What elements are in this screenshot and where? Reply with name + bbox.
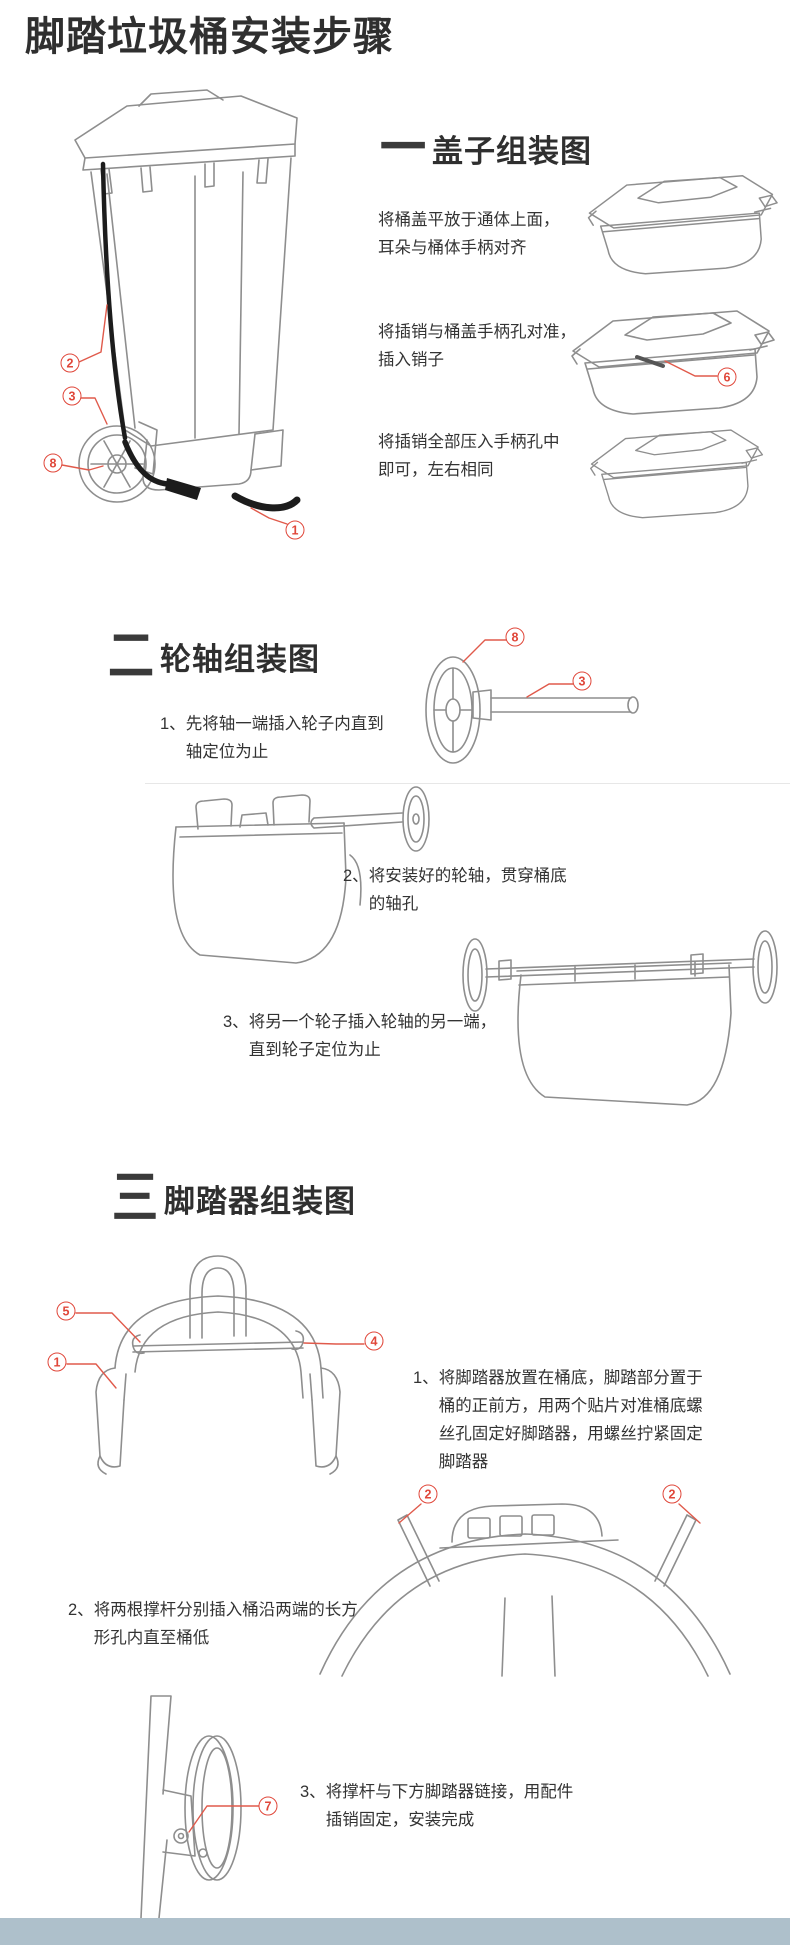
callout-8-icon: 8 (43, 453, 63, 473)
section2-title: 轮轴组装图 (160, 642, 320, 677)
section1-header: 一 盖子组装图 (380, 115, 592, 181)
section3-step3-text: 3、 将撑杆与下方脚踏器链接，用配件 插销固定，安装完成 (300, 1783, 574, 1830)
section2-header: 二 轮轴组装图 (108, 623, 320, 689)
section1-step1-text: 将桶盖平放于通体上面， 耳朵与桶体手柄对齐 (378, 211, 560, 258)
section2-step1-text: 1、 先将轴一端插入轮子内直到 轴定位为止 (160, 715, 384, 762)
section3-header: 三 脚踏器组装图 (112, 1165, 356, 1231)
callout-2-rod-left-icon: 2 (418, 1484, 438, 1504)
callout-2-rod-right-icon: 2 (662, 1484, 682, 1504)
section1-title: 盖子组装图 (432, 134, 592, 169)
callout-5-icon: 5 (56, 1301, 76, 1321)
pedal-side-figure (105, 1690, 305, 1925)
callout-3-axle-icon: 3 (572, 671, 592, 691)
page-title: 脚踏垃圾桶安装步骤 (25, 15, 394, 59)
section2-step2-text: 2、 将安装好的轮轴，贯穿桶底 的轴孔 (343, 867, 567, 914)
callout-1-pedal-icon: 1 (47, 1352, 67, 1372)
callout-6-icon: 6 (717, 367, 737, 387)
image-seam-line (145, 783, 790, 784)
callout-8-axle-icon: 8 (505, 627, 525, 647)
section3-step2-text: 2、 将两根撑杆分别插入桶沿两端的长方 形孔内直至桶低 (68, 1601, 358, 1648)
section3-numeral: 三 (112, 1165, 158, 1231)
callout-1-icon: 1 (285, 520, 305, 540)
section2-step3-text: 3、 将另一个轮子插入轮轴的另一端， 直到轮子定位为止 (223, 1013, 497, 1060)
lid-step2-figure (555, 305, 790, 433)
pedal-frame-figure (40, 1240, 390, 1490)
lid-step1-figure (570, 172, 790, 284)
wheel-axle-figure (415, 600, 650, 765)
section1-numeral: 一 (380, 115, 426, 181)
section3-step1-text: 1、 将脚踏器放置在桶底，脚踏部分置于 桶的正前方，用两个贴片对准桶底螺 丝孔固… (413, 1369, 703, 1472)
section1-step3-text: 将插销全部压入手柄孔中 即可，左右相同 (378, 433, 560, 480)
section3-title: 脚踏器组装图 (164, 1184, 356, 1219)
callout-4-icon: 4 (364, 1331, 384, 1351)
section2-numeral: 二 (108, 623, 154, 689)
trash-can-figure (45, 80, 315, 550)
callout-3-icon: 3 (62, 386, 82, 406)
section1-step2-text: 将插销与桶盖手柄孔对准， 插入销子 (378, 323, 576, 370)
footer-color-bar (0, 1918, 790, 1945)
callout-2-icon: 2 (60, 353, 80, 373)
lid-step3-figure (560, 425, 788, 527)
callout-7-icon: 7 (258, 1796, 278, 1816)
bucket-two-wheels-figure (455, 925, 785, 1120)
bucket-axle-insert-figure (150, 785, 440, 970)
rim-rods-figure (300, 1478, 750, 1678)
